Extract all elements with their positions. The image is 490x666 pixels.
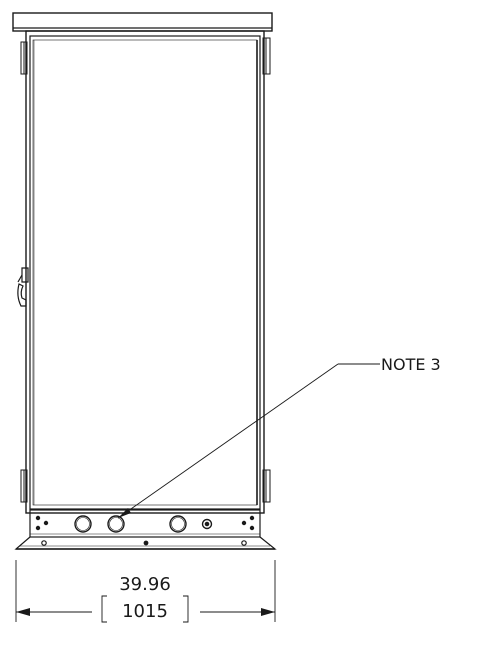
side-brackets xyxy=(262,37,271,503)
enclosure-roof xyxy=(12,12,273,32)
width-dimension xyxy=(15,560,276,623)
mounting-base xyxy=(14,536,277,550)
dimension-primary-value: 39.96 xyxy=(119,574,171,595)
conduit-knockouts xyxy=(74,515,213,533)
note-leader xyxy=(117,363,380,519)
callout-note-3: NOTE 3 xyxy=(381,355,441,374)
door-hinges xyxy=(20,41,28,503)
base-plate xyxy=(29,509,261,538)
door-handle xyxy=(17,267,29,307)
dimension-secondary-value: 1015 xyxy=(122,601,168,622)
